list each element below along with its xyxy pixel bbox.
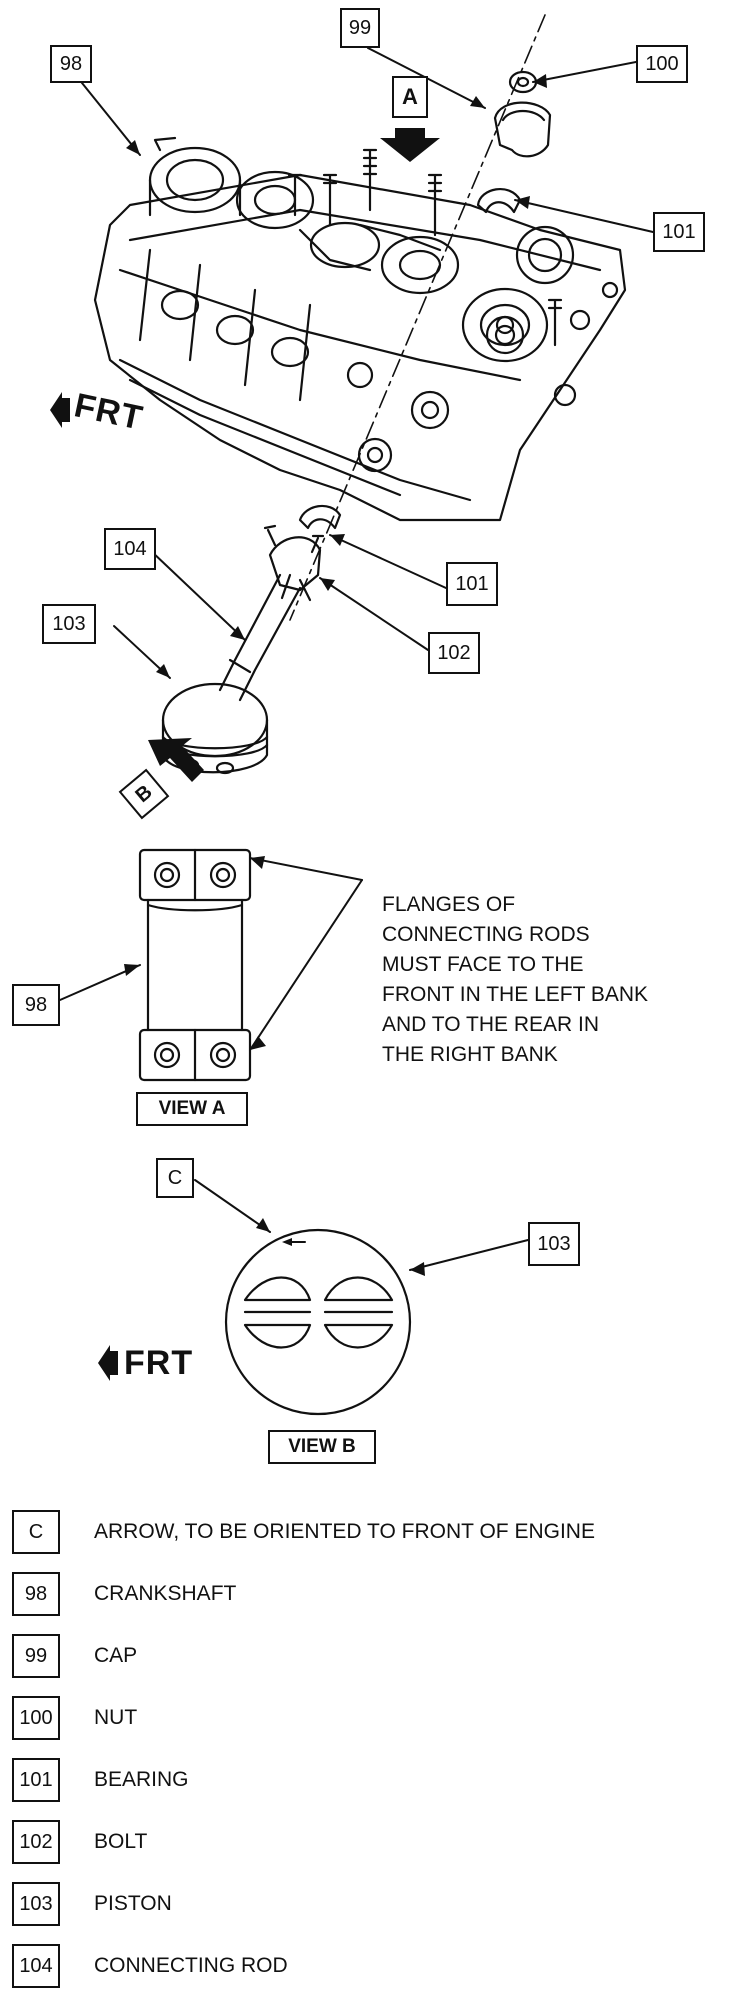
engine-block bbox=[93, 136, 627, 522]
legend-row: 99 CAP bbox=[10, 1634, 730, 1680]
note-line: MUST FACE TO THE bbox=[382, 953, 584, 976]
legend-code: 104 bbox=[12, 1944, 60, 1988]
legend-row: 98 CRANKSHAFT bbox=[10, 1572, 730, 1618]
legend-row: 102 BOLT bbox=[10, 1820, 730, 1866]
legend-description: BOLT bbox=[94, 1830, 148, 1853]
cap-99 bbox=[493, 101, 552, 158]
note-line: CONNECTING RODS bbox=[382, 923, 590, 946]
legend-description: NUT bbox=[94, 1706, 138, 1729]
frt-label-bottom: FRT bbox=[124, 1344, 194, 1382]
frt-arrow-icon-top bbox=[50, 392, 70, 428]
legend-code: 100 bbox=[12, 1696, 60, 1740]
view-arrow-a bbox=[380, 128, 440, 162]
bearing-101-lower bbox=[298, 504, 342, 530]
legend-description: CONNECTING ROD bbox=[94, 1954, 288, 1977]
leader-arrowheads bbox=[124, 74, 547, 1276]
bearing-101-top bbox=[476, 187, 522, 214]
view-a-drawing bbox=[138, 848, 252, 1082]
callout-104-connecting-rod: 104 bbox=[104, 528, 156, 570]
legend-description: ARROW, TO BE ORIENTED TO FRONT OF ENGINE bbox=[94, 1520, 595, 1543]
view-b-drawing bbox=[224, 1228, 412, 1416]
bolts-102 bbox=[263, 524, 325, 602]
callout-101-bearing-lower: 101 bbox=[446, 562, 498, 606]
callout-98-crankshaft: 98 bbox=[50, 45, 92, 83]
note-line: THE RIGHT BANK bbox=[382, 1043, 558, 1066]
callout-103-piston: 103 bbox=[42, 604, 96, 644]
leader-lines bbox=[59, 47, 654, 1271]
legend-code: 99 bbox=[12, 1634, 60, 1678]
callout-c-arrow: C bbox=[156, 1158, 194, 1198]
callout-103-view-b: 103 bbox=[528, 1222, 580, 1266]
flange-orientation-note: FLANGES OF CONNECTING RODS MUST FACE TO … bbox=[382, 890, 702, 1070]
note-line: FLANGES OF bbox=[382, 893, 516, 916]
legend-description: CRANKSHAFT bbox=[94, 1582, 237, 1605]
legend-code: 102 bbox=[12, 1820, 60, 1864]
view-arrow-b bbox=[148, 738, 204, 782]
legend-row: C ARROW, TO BE ORIENTED TO FRONT OF ENGI… bbox=[10, 1510, 730, 1556]
legend-row: 100 NUT bbox=[10, 1696, 730, 1742]
callout-101-bearing-top: 101 bbox=[653, 212, 705, 252]
note-line: AND TO THE REAR IN bbox=[382, 1013, 600, 1036]
crankshaft bbox=[148, 136, 549, 363]
callout-99-cap: 99 bbox=[340, 8, 380, 48]
legend-code: C bbox=[12, 1510, 60, 1554]
legend-description: CAP bbox=[94, 1644, 138, 1667]
legend-code: 101 bbox=[12, 1758, 60, 1802]
legend-row: 104 CONNECTING ROD bbox=[10, 1944, 730, 1990]
callout-102-bolt: 102 bbox=[428, 632, 480, 674]
assembly-centerline bbox=[289, 14, 546, 621]
legend-row: 101 BEARING bbox=[10, 1758, 730, 1804]
connecting-rod-104 bbox=[218, 536, 322, 702]
view-a-label: VIEW A bbox=[136, 1092, 248, 1126]
view-arrow-a-label: A bbox=[392, 76, 428, 118]
legend-description: PISTON bbox=[94, 1892, 172, 1915]
view-b-label: VIEW B bbox=[268, 1430, 376, 1464]
legend-code: 98 bbox=[12, 1572, 60, 1616]
legend-code: 103 bbox=[12, 1882, 60, 1926]
legend-description: BEARING bbox=[94, 1768, 189, 1791]
callout-100-nut: 100 bbox=[636, 45, 688, 83]
callout-98-view-a: 98 bbox=[12, 984, 60, 1026]
frt-arrow-icon-bottom bbox=[98, 1345, 118, 1381]
note-line: FRONT IN THE LEFT BANK bbox=[382, 983, 649, 1006]
legend-row: 103 PISTON bbox=[10, 1882, 730, 1928]
